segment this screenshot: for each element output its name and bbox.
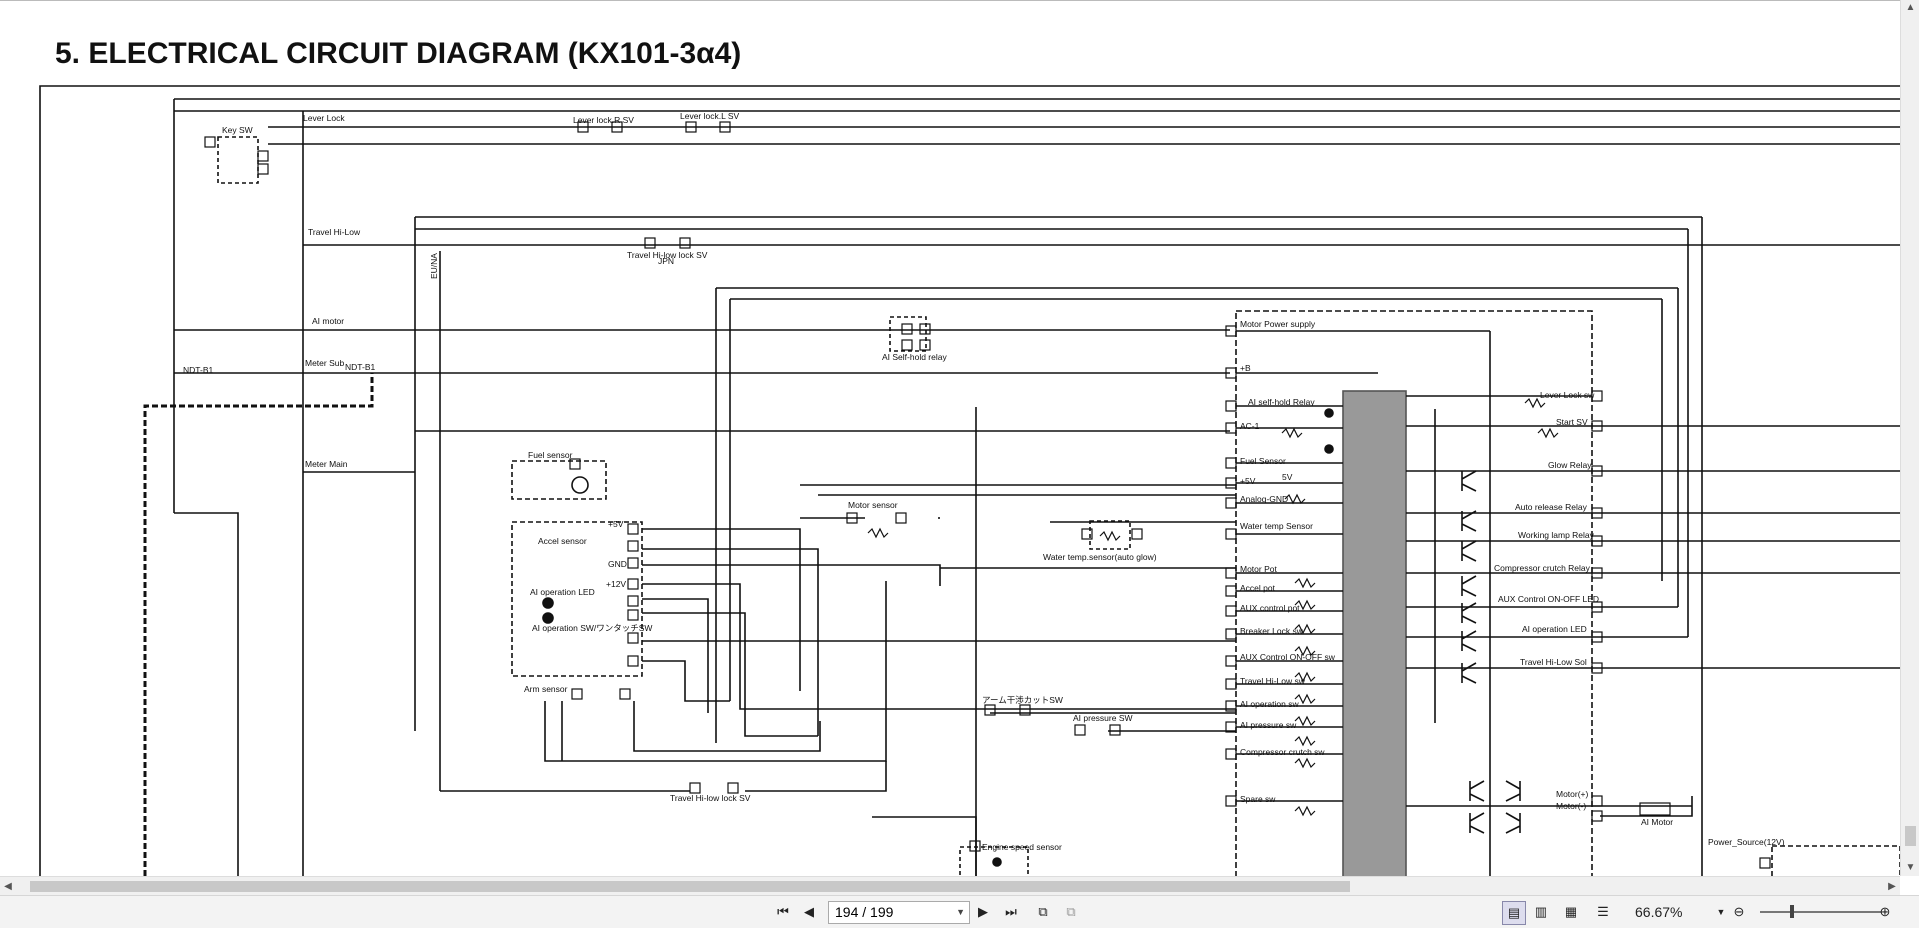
page-title: 5. ELECTRICAL CIRCUIT DIAGRAM (KX101-3α4… [55, 37, 742, 70]
label-plus-b: +B [1240, 363, 1251, 373]
previous-page-icon[interactable]: ◀ [804, 904, 814, 919]
label-plus-12v: +12V [606, 579, 626, 589]
horizontal-scrollbar[interactable]: ◀ ▶ [0, 876, 1900, 896]
label-jpn: JPN [658, 256, 674, 266]
label-start-sv: Start SV [1556, 417, 1588, 427]
single-page-view-icon[interactable]: ▤ [1502, 901, 1526, 925]
label-lever-lock-sw: Lever Lock sw [1540, 390, 1595, 400]
label-aux-control-pot: AUX control pot [1240, 603, 1300, 613]
label-aux-control-led: AUX Control ON-OFF LED [1498, 594, 1599, 604]
page-number-value: 194 / 199 [835, 904, 894, 920]
label-compressor-crutch-relay: Compressor crutch Relay [1494, 563, 1591, 573]
scroll-up-icon[interactable]: ▲ [1905, 2, 1916, 13]
label-travel-lock-sv-bottom: Travel Hi-low lock SV [670, 793, 751, 803]
pdf-page: 5. ELECTRICAL CIRCUIT DIAGRAM (KX101-3α4… [0, 1, 1900, 877]
label-motor-pot: Motor Pot [1240, 564, 1277, 574]
label-eu-na: EU/NA [429, 253, 439, 279]
label-compressor-crutch-sw: Compressor crutch sw [1240, 747, 1325, 757]
page-number-select[interactable]: 194 / 199 ▼ [828, 901, 970, 924]
label-motor-sensor: Motor sensor [848, 500, 898, 510]
horizontal-scroll-thumb[interactable] [30, 881, 1350, 892]
label-5v: 5V [1282, 472, 1293, 482]
continuous-view-icon[interactable]: ▥ [1534, 904, 1548, 919]
label-lever-lock-r: Lever lock.R SV [573, 115, 634, 125]
label-ai-self-hold-relay: AI Self-hold relay [882, 352, 947, 362]
label-ai-pressure-sw-in: AI pressure sw [1240, 720, 1297, 730]
label-travel-hi-low: Travel Hi-Low [308, 227, 361, 237]
label-lever-lock-l: Lever lock.L SV [680, 111, 740, 121]
label-meter-sub: Meter Sub [305, 358, 344, 368]
label-ndt-b1: NDT-B1 [183, 365, 214, 375]
label-ai-pressure-sw: AI pressure SW [1073, 713, 1133, 723]
label-arm-sensor: Arm sensor [524, 684, 568, 694]
zoom-out-icon[interactable]: ⊖ [1733, 904, 1745, 919]
label-ai-self-hold-relay-in: AI self-hold Relay [1248, 397, 1315, 407]
scroll-right-icon[interactable]: ▶ [1888, 881, 1896, 892]
zoom-dropdown-icon[interactable]: ▼ [1716, 907, 1726, 917]
label-fuel-sensor-in: Fuel Sensor [1240, 456, 1286, 466]
label-aux-control-on-off-sw: AUX Control ON-OFF sw [1240, 652, 1336, 662]
label-arm-cut-sw: アーム干渉カットSW [982, 695, 1063, 705]
label-ai-operation-sw-in: AI operation sw [1240, 699, 1299, 709]
last-page-icon[interactable]: ⏭ [1005, 904, 1017, 919]
first-page-icon[interactable]: ⏮ [777, 904, 789, 919]
label-engine-speed-sensor: Engine speed sensor [982, 842, 1062, 852]
label-travel-lock-sv-top: Travel Hi-low lock SV [627, 250, 708, 260]
label-ai-motor-out: AI Motor [1641, 817, 1673, 827]
label-breaker-lock-sw: Breaker Lock sw [1240, 626, 1304, 636]
two-page-view-icon[interactable]: ▦ [1564, 904, 1578, 919]
scroll-down-icon[interactable]: ▼ [1905, 862, 1916, 873]
label-power-source: Power_Source(12V) [1708, 837, 1785, 847]
circuit-diagram: Key SW Lever Lock Lever lock.R SV Lever … [39, 85, 1900, 877]
label-motor-plus: Motor(+) [1556, 789, 1589, 799]
label-travel-hi-low-sw: Travel Hi-Low sw [1240, 676, 1306, 686]
label-travel-hi-low-sol: Travel Hi-Low Sol [1520, 657, 1587, 667]
zoom-slider-knob[interactable] [1790, 905, 1794, 918]
label-ai-motor: AI motor [312, 316, 344, 326]
label-accel-pot: Accel pot [1240, 583, 1276, 593]
label-water-temp-in: Water temp Sensor [1240, 521, 1313, 531]
scroll-left-icon[interactable]: ◀ [4, 881, 12, 892]
label-gnd: GND [608, 559, 627, 569]
pdf-toolbar: ⏮ ◀ 194 / 199 ▼ ▶ ⏭ ⧉ ⧉ ▤ ▥ ▦ ☰ 66.67% ▼… [0, 895, 1919, 928]
label-ac1: AC-1 [1240, 421, 1260, 431]
label-spare-sw: Spare sw [1240, 794, 1276, 804]
zoom-slider-track[interactable] [1760, 911, 1882, 913]
zoom-level[interactable]: 66.67% [1635, 904, 1683, 920]
label-key-sw: Key SW [222, 125, 253, 135]
vertical-scroll-thumb[interactable] [1905, 826, 1916, 846]
label-motor-minus: Motor(-) [1556, 801, 1586, 811]
label-auto-release-relay: Auto release Relay [1515, 502, 1588, 512]
label-analog-gnd: Analog-GND [1240, 494, 1288, 504]
vertical-scrollbar[interactable]: ▲ ▼ [1900, 0, 1919, 876]
snapshot-icon[interactable]: ⧉ [1038, 904, 1048, 919]
chevron-down-icon: ▼ [956, 907, 965, 917]
label-meter-main: Meter Main [305, 459, 348, 469]
label-motor-power-supply: Motor Power supply [1240, 319, 1316, 329]
facing-continuous-view-icon[interactable]: ☰ [1597, 904, 1609, 919]
next-page-icon[interactable]: ▶ [978, 904, 988, 919]
label-plus-5v: +5V [1240, 476, 1256, 486]
label-ndt-b1-b: NDT-B1 [345, 362, 376, 372]
label-fuel-sensor: Fuel sensor [528, 450, 573, 460]
label-water-temp-sensor: Water temp.sensor(auto glow) [1043, 552, 1157, 562]
copy-icon[interactable]: ⧉ [1066, 904, 1076, 919]
label-plus-5v-sensor: +5V [608, 519, 624, 529]
label-lever-lock: Lever Lock [303, 113, 345, 123]
label-accel-sensor: Accel sensor [538, 536, 587, 546]
label-working-lamp-relay: Working lamp Relay [1518, 530, 1595, 540]
label-ai-operation-sw: AI operation SW/ワンタッチSW [532, 623, 652, 633]
label-ai-operation-led: AI operation LED [530, 587, 595, 597]
document-viewport[interactable]: 5. ELECTRICAL CIRCUIT DIAGRAM (KX101-3α4… [0, 0, 1900, 877]
label-ai-operation-led-out: AI operation LED [1522, 624, 1587, 634]
label-glow-relay: Glow Relay [1548, 460, 1592, 470]
zoom-in-icon[interactable]: ⊕ [1879, 904, 1891, 919]
